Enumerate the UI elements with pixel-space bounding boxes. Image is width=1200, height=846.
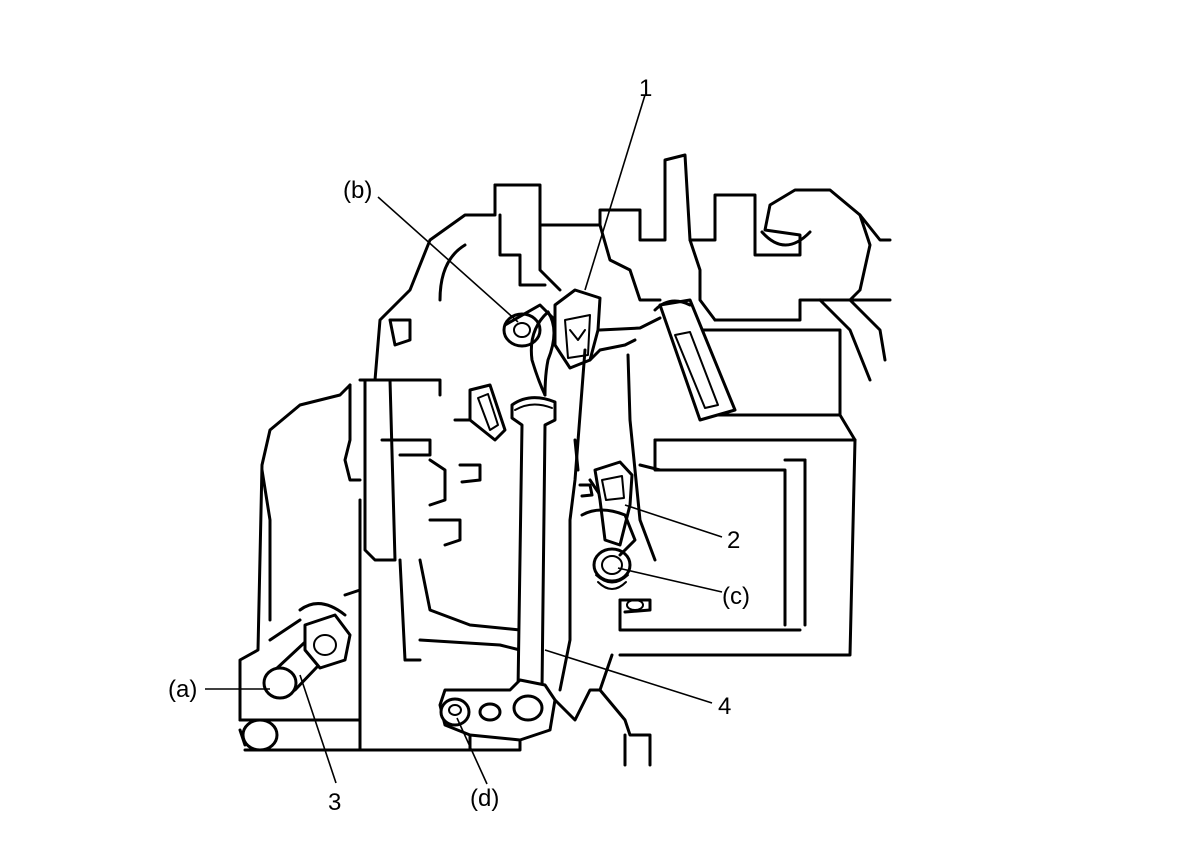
callout-1: 1 [639, 75, 652, 102]
leader-3 [299, 674, 337, 784]
left-housing [238, 378, 522, 752]
leader-c [617, 567, 723, 593]
lower-skirt [553, 653, 652, 767]
rod-part-4 [510, 396, 557, 699]
fitting-part-1 [553, 288, 662, 370]
bolt-3 [262, 602, 352, 700]
bolt-a [238, 718, 279, 752]
part-2-assembly [578, 460, 652, 614]
bottom-bracket [438, 678, 557, 752]
right-lower-case [618, 438, 857, 657]
leader-d [456, 717, 488, 785]
callout-2: 2 [727, 527, 740, 554]
right-slotted-bracket [653, 298, 737, 422]
callout-4: 4 [718, 693, 731, 720]
callout-labels: 1 (b) 2 (c) 4 (a) 3 (d) [168, 75, 750, 816]
leader-4 [544, 649, 713, 704]
cable-loop [529, 310, 556, 397]
callout-3: 3 [328, 789, 341, 816]
callout-c: (c) [722, 583, 750, 610]
leader-b [377, 196, 519, 323]
center-slot-plate [453, 383, 507, 484]
callout-b: (b) [343, 177, 372, 204]
leader-1 [584, 94, 646, 291]
callout-a: (a) [168, 676, 197, 703]
leader-lines [205, 94, 723, 785]
leader-2 [624, 504, 723, 538]
upper-housing [373, 153, 892, 442]
callout-d: (d) [470, 785, 499, 812]
